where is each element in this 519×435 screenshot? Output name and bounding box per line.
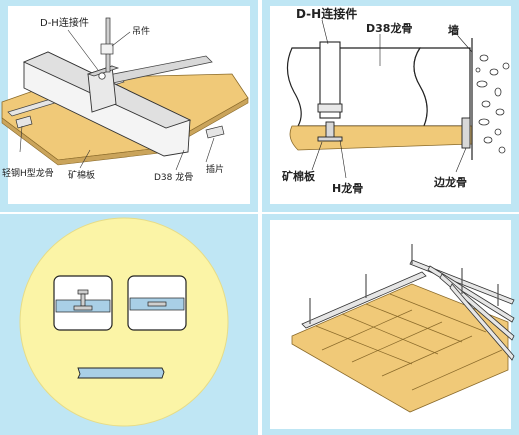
detail-circle [19,217,229,427]
label-d38-joist: D38龙骨 [366,21,412,35]
joint-details-illustration [19,217,229,427]
label-dh-connector: D-H连接件 [296,6,357,21]
board-plank [77,367,165,379]
panel-concealed-assembly: D-H连接件 吊件 轻钢H型龙骨 矿棉板 D38 龙骨 插片 [0,0,258,212]
label-wall: 墙 [448,23,459,37]
dh-connector-top [86,65,120,77]
joist-clip [15,115,33,129]
hanger-clip [100,43,114,55]
mineral-board-band [289,125,473,151]
label-mineral-board: 矿棉板 [282,169,316,183]
panel-ceiling-grid [262,214,519,435]
label-edge-joist: 边龙骨 [433,175,467,189]
insert-piece-part [205,125,225,139]
d38-joist-profile [286,47,428,127]
label-h-joist: H龙骨 [332,181,363,195]
connector-bolt [98,72,106,80]
ceiling-grid-illustration [291,244,515,413]
wall-texture [475,54,510,154]
assembly-illustration: D-H连接件 吊件 轻钢H型龙骨 矿棉板 D38 龙骨 插片 [1,16,249,183]
ceiling-joists [301,259,515,361]
label-d38-joist: D38 龙骨 [154,171,193,183]
hanger-rods [309,244,499,324]
label-hanger: 吊件 [132,25,150,37]
label-dh-connector: D-H连接件 [40,16,89,29]
label-mineral-board: 矿棉板 [68,169,95,181]
dh-connector-lip [317,103,343,113]
section-illustration: D-H连接件 D38龙骨 墙 矿棉板 H龙骨 边龙骨 [282,6,510,195]
dh-connector [319,41,341,119]
label-h-joist: 轻钢H型龙骨 [2,167,54,179]
mineral-board-edge [1,97,249,166]
panel-section-view: D-H连接件 D38龙骨 墙 矿棉板 H龙骨 边龙骨 [262,0,519,212]
h-joist-flange [317,136,343,142]
panel-joint-details [0,214,258,435]
edge-joist [461,117,471,149]
board-seams [315,293,503,391]
label-insert-piece: 插片 [206,163,224,175]
